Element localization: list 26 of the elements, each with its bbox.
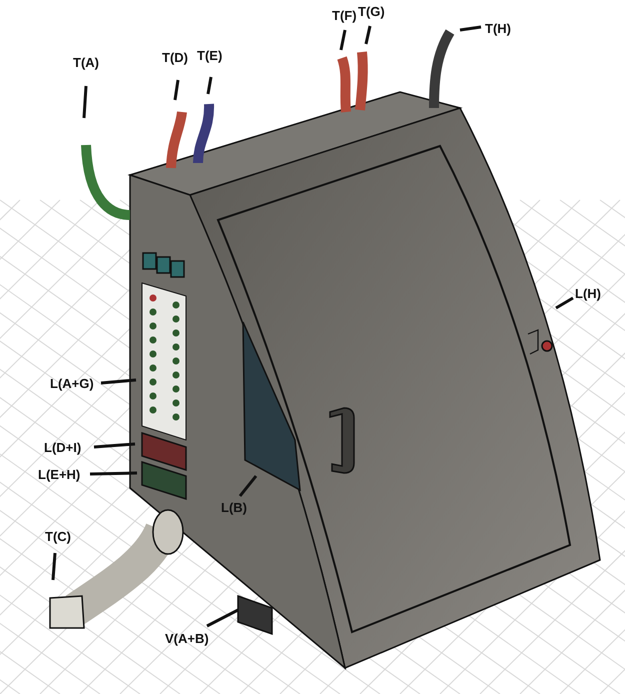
- leader-line: [238, 475, 258, 497]
- leader-line: [100, 378, 136, 384]
- leader-line: [460, 26, 482, 32]
- leader-line: [340, 30, 346, 50]
- part-label: T(E): [197, 48, 222, 63]
- part-label: T(D): [162, 50, 188, 65]
- part-label: T(G): [358, 4, 385, 19]
- leader-line: [52, 552, 56, 580]
- leader-line: [82, 86, 88, 118]
- part-label: L(H): [575, 286, 601, 301]
- part-label: L(A+G): [50, 376, 94, 391]
- part-label: T(F): [332, 8, 357, 23]
- leader-line: [206, 76, 212, 94]
- leader-line: [364, 26, 372, 44]
- part-label: T(H): [485, 21, 511, 36]
- leader-line: [206, 608, 239, 628]
- leader-line: [174, 80, 180, 100]
- leader-line: [90, 472, 138, 476]
- part-label: L(D+I): [44, 440, 82, 455]
- part-label: L(B): [221, 500, 247, 515]
- leader-line: [94, 442, 136, 448]
- leader-line: [555, 296, 574, 310]
- part-label: T(C): [45, 529, 71, 544]
- part-label: T(A): [73, 55, 99, 70]
- part-label: V(A+B): [165, 631, 209, 646]
- part-label: L(E+H): [38, 467, 80, 482]
